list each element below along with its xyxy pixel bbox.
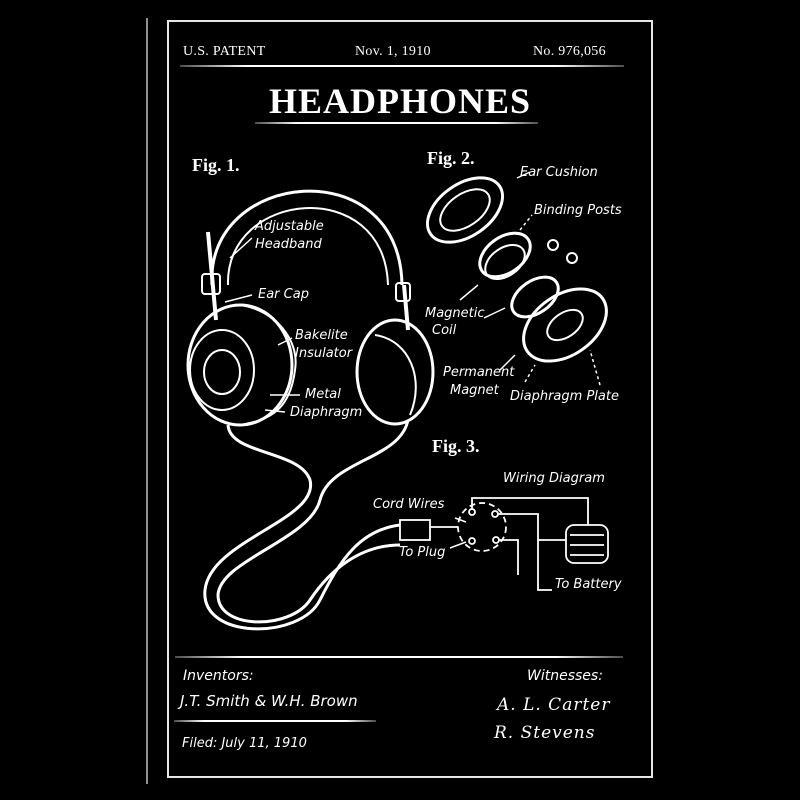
label-ear-cap: Ear Cap xyxy=(258,287,309,302)
patent-label: U.S. PATENT xyxy=(183,44,266,59)
title-rule xyxy=(255,122,538,124)
wiring-diagram-icon xyxy=(399,497,609,591)
inventors-label: Inventors: xyxy=(183,668,254,684)
fig2-label: Fig. 2. xyxy=(427,148,475,168)
inventors-names: J.T. Smith & W.H. Brown xyxy=(180,692,358,710)
label-wiring-diagram: Wiring Diagram xyxy=(503,471,605,486)
witness-signature-2: R. Stevens xyxy=(494,723,596,743)
outer-border-line xyxy=(146,18,148,784)
label-adjustable: Adjustable xyxy=(255,219,324,234)
label-insulator: Insulator xyxy=(295,346,353,361)
label-magnetic: Magnetic xyxy=(425,306,485,321)
label-diaphragm-plate: Diaphragm Plate xyxy=(510,389,619,404)
label-to-battery: To Battery xyxy=(555,577,622,592)
label-to-plug: To Plug xyxy=(399,545,446,560)
label-diaphragm: Diaphragm xyxy=(290,405,363,420)
headphones-drawing-icon xyxy=(186,189,435,631)
label-coil: Coil xyxy=(432,323,457,338)
label-ear-cushion: Ear Cushion xyxy=(520,165,598,180)
filed-date: Filed: July 11, 1910 xyxy=(182,736,307,751)
fig1-label: Fig. 1. xyxy=(192,155,240,175)
witness-signature-1: A. L. Carter xyxy=(497,695,611,715)
label-magnet: Magnet xyxy=(450,383,499,398)
label-bakelite: Bakelite xyxy=(295,328,348,343)
fig3-label: Fig. 3. xyxy=(432,436,480,456)
label-headband: Headband xyxy=(255,237,322,252)
label-metal: Metal xyxy=(305,387,341,402)
header-rule xyxy=(180,65,624,67)
inventors-rule xyxy=(174,720,376,722)
footer-rule xyxy=(175,656,623,658)
patent-number: No. 976,056 xyxy=(533,44,606,59)
label-binding-posts: Binding Posts xyxy=(534,203,622,218)
patent-date: Nov. 1, 1910 xyxy=(355,44,431,59)
label-permanent: Permanent xyxy=(443,365,515,380)
exploded-parts-drawing-icon xyxy=(426,176,608,363)
label-cord-wires: Cord Wires xyxy=(373,497,445,512)
patent-frame xyxy=(167,20,653,778)
witnesses-label: Witnesses: xyxy=(527,668,603,684)
page-title: HEADPHONES xyxy=(268,81,532,121)
